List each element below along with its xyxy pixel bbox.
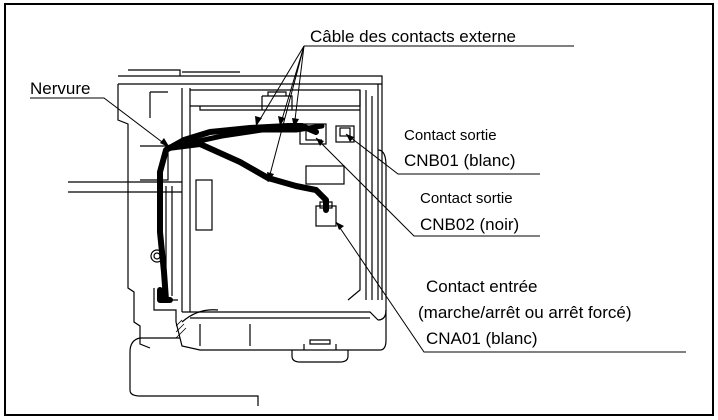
arrowheads <box>160 116 354 230</box>
output-contact-1-code: CNB01 (blanc) <box>404 151 516 170</box>
leader-lines <box>30 45 686 353</box>
output-contact-1-label: Contact sortie <box>404 127 497 144</box>
bracket-hatching <box>175 319 187 339</box>
output-contact-2-code: CNB02 (noir) <box>420 215 520 234</box>
input-contact-function: (marche/arrêt ou arrêt forcé) <box>418 303 632 322</box>
outer-border <box>4 3 714 416</box>
unit-housing <box>68 69 387 406</box>
rib-label: Nervure <box>30 79 91 98</box>
external-contact-cable <box>157 123 329 303</box>
output-contact-2-label: Contact sortie <box>420 190 513 207</box>
cable-label: Câble des contacts externe <box>310 27 517 46</box>
input-contact-code: CNA01 (blanc) <box>426 329 538 348</box>
input-contact-label: Contact entrée <box>426 277 538 296</box>
